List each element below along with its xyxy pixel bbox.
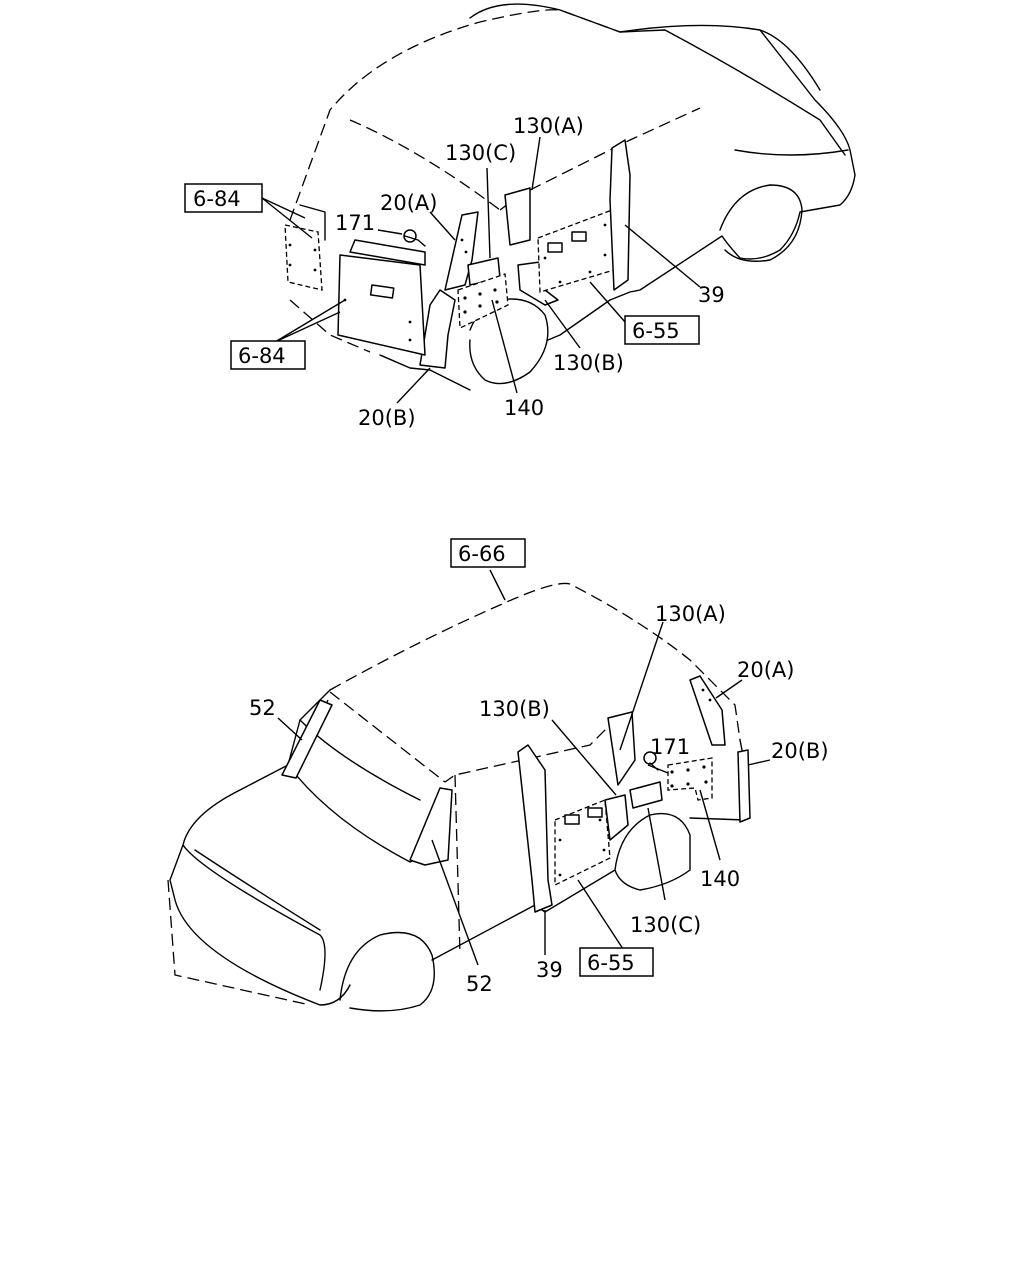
top-ref-6-84-lower[interactable]: 6-84 <box>238 344 286 368</box>
bottom-label-39: 39 <box>536 958 563 982</box>
top-label-20b: 20(B) <box>358 406 416 430</box>
bottom-part-20b <box>737 749 751 823</box>
bottom-part-140 <box>667 757 713 801</box>
bottom-label-130b: 130(B) <box>479 697 550 721</box>
top-part-130a <box>504 187 531 246</box>
bottom-label-171: 171 <box>650 735 690 759</box>
bottom-ref-6-66[interactable]: 6-66 <box>458 542 506 566</box>
top-label-20a: 20(A) <box>380 191 437 215</box>
bottom-label-140: 140 <box>700 867 740 891</box>
top-panel-6-84-small <box>284 224 323 291</box>
top-ref-6-55[interactable]: 6-55 <box>632 319 680 343</box>
top-ref-box-6-84-upper <box>184 183 263 213</box>
bottom-part-130b <box>604 794 629 841</box>
bottom-label-20b: 20(B) <box>771 739 829 763</box>
top-part-20a <box>444 211 479 291</box>
bottom-ref-box-6-55 <box>579 947 654 977</box>
top-vehicle-view <box>261 3 856 404</box>
top-label-39: 39 <box>698 283 725 307</box>
bottom-label-20a: 20(A) <box>737 658 794 682</box>
top-label-140: 140 <box>504 396 544 420</box>
bottom-part-20a <box>689 675 726 746</box>
bottom-part-52-right <box>409 787 453 866</box>
bottom-roof-outline <box>329 582 741 741</box>
top-label-171: 171 <box>335 211 375 235</box>
bottom-vehicle-view <box>167 569 771 1012</box>
top-part-39 <box>609 139 631 291</box>
top-label-130b: 130(B) <box>553 351 624 375</box>
bottom-vehicle-body <box>169 689 351 1006</box>
top-ref-6-84-upper[interactable]: 6-84 <box>193 187 241 211</box>
bottom-label-130a: 130(A) <box>655 602 726 626</box>
bottom-label-130c: 130(C) <box>630 913 701 937</box>
bottom-part-130a <box>607 711 636 786</box>
top-rear-wheel <box>719 184 803 262</box>
top-part-140 <box>457 273 509 330</box>
top-part-20b <box>419 289 456 369</box>
top-panel-6-84-large <box>337 254 426 356</box>
bottom-label-52-left: 52 <box>249 696 276 720</box>
top-label-130c: 130(C) <box>445 141 516 165</box>
bottom-part-130c <box>629 781 663 809</box>
top-ref-box-6-84-lower <box>230 340 306 370</box>
top-roof-outline <box>289 9 621 221</box>
bottom-clip-171 <box>643 751 657 765</box>
bottom-ref-6-55[interactable]: 6-55 <box>587 951 635 975</box>
top-vehicle-body <box>469 3 856 301</box>
bottom-part-39 <box>517 744 553 913</box>
bottom-front-wheel <box>339 931 435 1012</box>
top-label-130a: 130(A) <box>513 114 584 138</box>
top-ref-box-6-55 <box>624 315 700 345</box>
bottom-label-52-right: 52 <box>466 972 493 996</box>
bottom-ref-box-6-66 <box>450 538 526 568</box>
bottom-part-52-left <box>281 699 333 779</box>
